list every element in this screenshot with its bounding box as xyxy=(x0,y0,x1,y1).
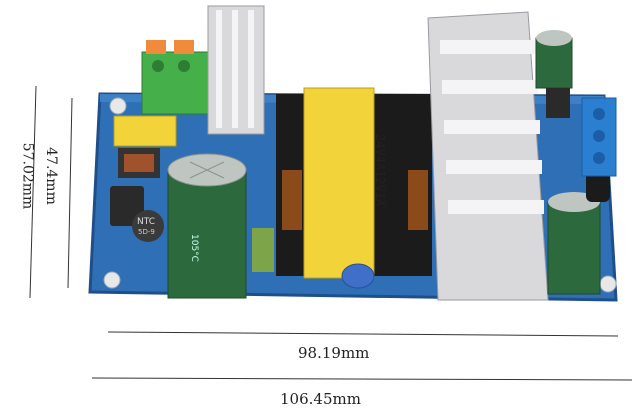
bulk-capacitor xyxy=(167,169,247,299)
capacitor-top xyxy=(536,30,572,46)
x-capacitor xyxy=(113,115,177,147)
width-outer-dimension-line xyxy=(91,377,633,381)
capacitor-text: 105°C xyxy=(189,234,199,262)
transformer-label: 24V4A12V1A xyxy=(373,134,387,207)
ntc-sublabel: 5D-9 xyxy=(138,228,155,236)
heatsink-fin xyxy=(248,10,254,128)
ntc-label: NTC xyxy=(137,217,155,227)
width-inner-label: 98.19mm xyxy=(298,344,370,362)
terminal-screw xyxy=(593,152,605,164)
heatsink-fin xyxy=(216,10,222,128)
heatsink-fin xyxy=(448,200,544,214)
choke-winding xyxy=(124,154,154,172)
mounting-hole xyxy=(103,271,121,289)
height-outer-label: 57.02mm xyxy=(19,142,36,210)
mounting-hole xyxy=(109,97,127,115)
heatsink-fin xyxy=(440,40,536,54)
mounting-hole xyxy=(599,275,617,293)
terminal-screw xyxy=(178,60,190,72)
transformer-winding xyxy=(282,170,302,230)
small-component xyxy=(252,228,274,272)
width-outer-label: 106.45mm xyxy=(280,390,361,408)
heatsink-fin xyxy=(442,80,538,94)
terminal-screw xyxy=(593,108,605,120)
output-inductor xyxy=(586,172,610,202)
inductor xyxy=(110,186,144,226)
input-terminal-block xyxy=(141,51,209,115)
capacitor-vent xyxy=(189,161,225,179)
main-heatsink xyxy=(427,11,549,301)
terminal-tab xyxy=(146,40,166,54)
ntc-thermistor xyxy=(132,210,164,242)
heatsink-fin xyxy=(446,160,542,174)
transformer-bobbin xyxy=(303,87,375,279)
heatsink-fin xyxy=(232,10,238,128)
output-capacitor-large xyxy=(547,201,601,295)
terminal-screw xyxy=(152,60,164,72)
output-capacitor-small xyxy=(546,88,570,118)
height-inner-label: 47.4mm xyxy=(42,147,59,205)
height-outer-dimension-line xyxy=(29,85,37,299)
terminal-screw xyxy=(593,130,605,142)
ceramic-capacitor xyxy=(341,263,375,289)
height-inner-dimension-line xyxy=(67,97,73,289)
terminal-tab xyxy=(174,40,194,54)
width-inner-dimension-line xyxy=(107,331,619,337)
transformer-winding xyxy=(408,170,428,230)
heatsink-fin xyxy=(444,120,540,134)
